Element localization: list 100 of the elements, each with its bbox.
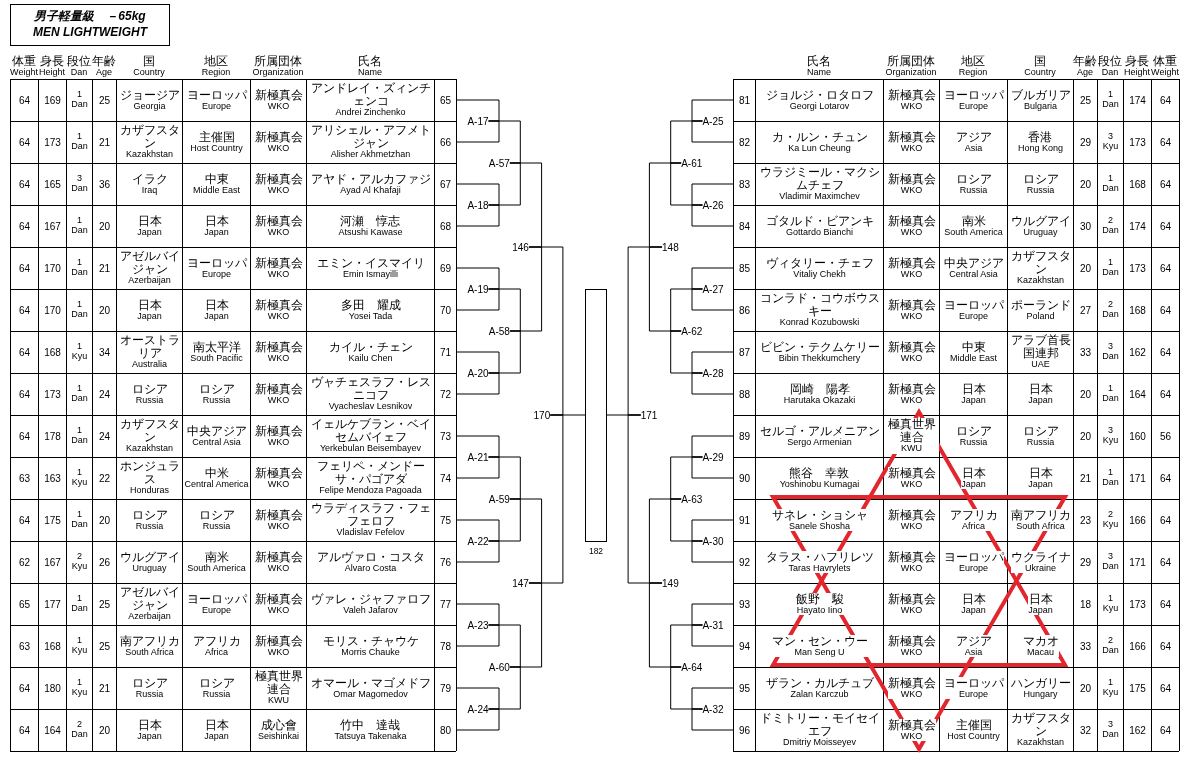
entry-number: 95	[734, 668, 755, 709]
weight-value: 64	[1159, 94, 1172, 106]
match-number: A-18	[467, 199, 489, 211]
country-name: ロシア Russia	[131, 508, 168, 532]
height-value: 164	[44, 724, 61, 736]
match-number: A-60	[488, 661, 510, 673]
country-name: マカオ Macau	[1022, 634, 1059, 658]
entry-number: 76	[435, 542, 456, 583]
match-number: A-21	[467, 451, 489, 463]
height-value: 178	[44, 430, 61, 442]
height-value: 173	[44, 136, 61, 148]
athlete-name: アルヴァロ・コスタ Alvaro Costa	[316, 550, 425, 574]
rank-value: 3 Dan	[1102, 720, 1119, 740]
height-value: 163	[44, 472, 61, 484]
height-value: 169	[44, 94, 61, 106]
country-name: ロシア Russia	[131, 676, 168, 700]
bracket-line	[455, 435, 500, 458]
region-name: 主催国 Host Country	[190, 130, 243, 154]
organization-name: 新極真会 WKO	[254, 382, 303, 406]
match-number: 149	[662, 577, 679, 589]
rank-value: 1 Dan	[1102, 384, 1119, 404]
age-value: 26	[98, 556, 111, 568]
bracket-line	[627, 246, 663, 416]
bracket-line	[455, 519, 500, 542]
region-name: ヨーロッパ Europe	[186, 88, 247, 112]
organization-name: 新極真会 WKO	[887, 676, 936, 700]
weight-value: 64	[18, 514, 31, 526]
athlete-name: 多田 耀成 Yosei Tada	[340, 298, 401, 322]
weight-value: 64	[1159, 514, 1172, 526]
country-name: イラク Iraq	[131, 172, 168, 196]
athlete-name: アヤド・アルカファジ Ayad Al Khafaji	[310, 172, 431, 196]
bracket-line	[670, 330, 703, 374]
age-value: 29	[1079, 136, 1092, 148]
athlete-name: 河瀬 惇志 Atsushi Kawase	[338, 214, 403, 238]
organization-name: 新極真会 WKO	[254, 466, 303, 490]
country-name: 日本 Japan	[1028, 592, 1053, 616]
age-value: 20	[1079, 682, 1092, 694]
entry-number: 89	[734, 416, 755, 457]
bracket-line	[455, 183, 500, 206]
country-name: 日本 Japan	[1028, 466, 1053, 490]
region-name: アフリカ Africa	[949, 508, 998, 532]
region-name: 日本 Japan	[204, 718, 229, 742]
athlete-name: ヴィタリー・チェフ Vitaliy Chekh	[765, 256, 874, 280]
bracket-line	[488, 288, 521, 332]
rank-value: 2 Dan	[71, 720, 88, 740]
bracket-line	[691, 372, 735, 395]
weight-value: 64	[1159, 682, 1172, 694]
entry-number: 68	[435, 206, 456, 247]
age-value: 20	[98, 304, 111, 316]
age-value: 20	[98, 514, 111, 526]
athlete-name: モリス・チャウケ Morris Chauke	[322, 634, 419, 658]
region-name: アジア Asia	[955, 130, 992, 154]
region-name: ヨーロッパ Europe	[943, 676, 1004, 700]
rank-value: 3 Kyu	[1102, 426, 1119, 446]
weight-value: 64	[18, 262, 31, 274]
age-value: 25	[98, 94, 111, 106]
column-header: 地区 Region	[201, 54, 231, 78]
country-name: ロシア Russia	[1022, 424, 1059, 448]
column-header: 所属団体 Organization	[885, 54, 937, 78]
weight-value: 64	[18, 430, 31, 442]
weight-value: 63	[18, 640, 31, 652]
bracket-line	[455, 540, 500, 563]
match-number: A-64	[681, 661, 703, 673]
bracket-line	[455, 603, 500, 626]
bracket-line	[691, 288, 735, 311]
entry-number: 80	[435, 710, 456, 751]
rank-value: 1 Kyu	[71, 678, 88, 698]
country-name: ロシア Russia	[131, 382, 168, 406]
country-name: ポーランド Poland	[1010, 298, 1071, 322]
organization-name: 新極真会 WKO	[254, 214, 303, 238]
country-name: 日本 Japan	[137, 718, 162, 742]
country-name: 日本 Japan	[1028, 382, 1053, 406]
entry-number: 66	[435, 122, 456, 163]
entry-number: 82	[734, 122, 755, 163]
organization-name: 新極真会 WKO	[887, 718, 936, 742]
match-number: 171	[640, 409, 658, 421]
age-value: 25	[98, 640, 111, 652]
match-number: A-24	[467, 703, 489, 715]
country-name: ブルガリア Bulgaria	[1010, 88, 1071, 112]
entry-number: 79	[435, 668, 456, 709]
rank-value: 1 Dan	[71, 594, 88, 614]
match-number: 146	[512, 241, 529, 253]
bracket-line	[488, 498, 521, 542]
age-value: 21	[98, 262, 111, 274]
organization-name: 新極真会 WKO	[887, 340, 936, 364]
entry-number: 86	[734, 290, 755, 331]
age-value: 24	[98, 388, 111, 400]
rank-value: 3 Kyu	[1102, 132, 1119, 152]
age-value: 29	[1079, 556, 1092, 568]
organization-name: 新極真会 WKO	[887, 382, 936, 406]
bracket-line	[455, 624, 500, 647]
match-number: 147	[512, 577, 529, 589]
region-name: ロシア Russia	[198, 676, 235, 700]
weight-value: 64	[1159, 472, 1172, 484]
organization-name: 新極真会 WKO	[887, 88, 936, 112]
column-header: 所属団体 Organization	[252, 54, 304, 78]
region-name: 中米 Central America	[184, 466, 249, 490]
country-name: 日本 Japan	[137, 214, 162, 238]
organization-name: 新極真会 WKO	[887, 592, 936, 616]
bracket-line	[509, 162, 543, 248]
